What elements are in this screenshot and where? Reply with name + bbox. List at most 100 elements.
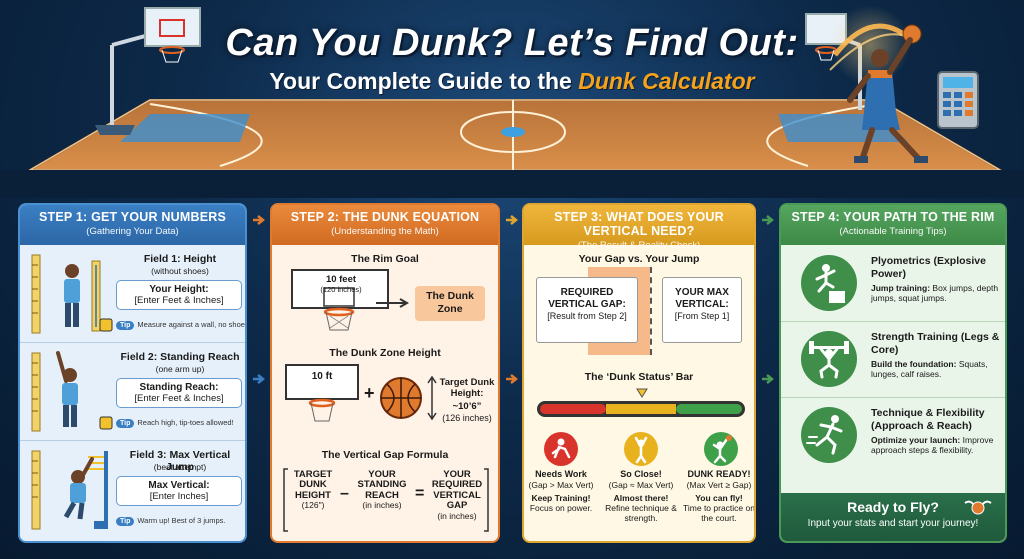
standing-reach-input-label: Standing Reach:: [139, 382, 219, 393]
field2-note: (one arm up): [155, 364, 205, 374]
zone-height-heading: The Dunk Zone Height: [329, 347, 441, 359]
tip-plyometrics-lead: Jump training:: [871, 283, 931, 293]
formula-reach: YOUR STANDING REACH (in inches): [352, 469, 412, 512]
target-label: Target Dunk Height:: [439, 377, 495, 399]
basketball-court-illustration: [0, 5, 1024, 198]
tip-badge: Tip: [116, 517, 135, 526]
field3-title: Field 3: Max Vertical Jump: [129, 449, 231, 473]
step1-subtitle: (Gathering Your Data): [86, 226, 179, 237]
status-so-close-line2: Refine technique & strength.: [605, 503, 677, 524]
height-input[interactable]: Your Height: [Enter Feet & Inches]: [116, 280, 242, 310]
rim-height: 10 feet: [325, 274, 357, 285]
formula-result-note: (in inches): [437, 510, 477, 521]
dunk-status-bar: [537, 401, 745, 417]
page-subtitle: Your Complete Guide to the Dunk Calculat…: [0, 68, 1024, 95]
status-needs-work-title: Needs Work: [535, 469, 587, 479]
tip-strength-lead: Build the foundation:: [871, 359, 957, 369]
status-pointer-icon: [636, 388, 648, 398]
box-jump-icon: [801, 255, 857, 311]
step3-header: STEP 3: WHAT DOES YOUR VERTICAL NEED? (T…: [524, 205, 754, 251]
status-dunk-ready-line2: Time to practice on the court.: [683, 503, 755, 524]
gap-divider: [650, 267, 652, 355]
tip-plyometrics-desc: Jump training: Box jumps, depth jumps, s…: [871, 283, 1003, 303]
backboard-icon: [291, 269, 389, 331]
subtitle-prefix: Your Complete Guide to the: [269, 68, 572, 94]
dunking-player-icon: [704, 432, 738, 466]
tip-badge: Tip: [116, 321, 135, 330]
winged-basketball-icon: [964, 500, 992, 515]
step3-panel: STEP 3: WHAT DOES YOUR VERTICAL NEED? (T…: [522, 203, 756, 543]
status-so-close: So Close! (Gap ≈ Max Vert) Almost there!…: [604, 469, 678, 524]
field2-tip-text: Reach high, tip-toes allowed!: [137, 418, 234, 427]
step2-panel: STEP 2: THE DUNK EQUATION (Understanding…: [270, 203, 500, 543]
formula-target-note: (126"): [301, 500, 325, 511]
rim-label: 10 ft: [311, 371, 333, 382]
status-so-close-line1: Almost there!: [613, 492, 669, 503]
arrow-right-icon: [762, 215, 775, 225]
step2-title: STEP 2: THE DUNK EQUATION: [290, 210, 480, 224]
person-standing-icon: [31, 254, 113, 334]
basketball-icon: [380, 377, 422, 419]
person-reaching-icon: [31, 351, 113, 432]
max-vertical-label: YOUR MAX VERTICAL:: [675, 287, 729, 310]
reaching-player-icon: [624, 432, 658, 466]
standing-reach-input-value: [Enter Feet & Inches]: [134, 393, 224, 404]
tip-plyometrics: Plyometrics (Explosive Power) Jump train…: [781, 247, 1005, 322]
status-so-close-cond: (Gap ≈ Max Vert): [608, 479, 674, 490]
status-needs-work-line1: Keep Training!: [531, 492, 591, 503]
formula-result: YOUR REQUIRED VERTICAL GAP (in inches): [428, 469, 486, 522]
tip-strength-desc: Build the foundation: Squats, lunges, ca…: [871, 359, 1003, 379]
tip-strength: Strength Training (Legs & Core) Build th…: [781, 323, 1005, 398]
vertical-gap-formula: TARGET DUNK HEIGHT (126") – YOUR STANDIN…: [282, 467, 490, 533]
max-vertical-value: [From Step 1]: [674, 311, 730, 321]
height-input-label: Your Height:: [149, 284, 209, 295]
cta-title: Ready to Fly?: [847, 499, 939, 515]
weightlifting-icon: [801, 331, 857, 387]
tip-plyometrics-title: Plyometrics (Explosive Power): [871, 255, 986, 280]
required-gap-value: [Result from Step 2]: [547, 311, 627, 321]
step4-title: STEP 4: YOUR PATH TO THE RIM: [791, 210, 995, 224]
field3-note: (best attempt): [153, 462, 207, 472]
tip-technique-lead: Optimize your launch:: [871, 435, 961, 445]
field-height: Field 1: Height (without shoes) Your Hei…: [20, 245, 245, 343]
arrow-right-icon: [762, 374, 775, 384]
formula-brackets: [283, 468, 489, 532]
status-so-close-title: So Close!: [620, 469, 662, 479]
step2-subtitle: (Understanding the Math): [331, 226, 439, 237]
step1-title: STEP 1: GET YOUR NUMBERS: [38, 210, 226, 224]
hero-banner: Can You Dunk? Let’s Find Out: Your Compl…: [0, 0, 1024, 198]
equals-sign: =: [415, 485, 425, 502]
field-max-vertical: Field 3: Max Vertical Jump (best attempt…: [20, 441, 245, 539]
tip-badge: Tip: [116, 419, 135, 428]
max-vertical-input[interactable]: Max Vertical: [Enter Inches]: [116, 476, 242, 506]
rim-goal-heading: The Rim Goal: [351, 253, 419, 265]
target-inches: (126 inches): [442, 413, 492, 423]
tip-strength-title: Strength Training (Legs & Core): [871, 331, 1000, 356]
dunk-zone-box: The Dunk Zone: [415, 286, 485, 321]
cta-text: Input your stats and start your journey!: [807, 518, 979, 529]
gap-vs-jump-heading: Your Gap vs. Your Jump: [578, 253, 700, 265]
max-vertical-box: YOUR MAX VERTICAL: [From Step 1]: [662, 277, 742, 343]
step4-subtitle: (Actionable Training Tips): [839, 226, 947, 237]
tip-plyometrics-text: Box jumps, depth jumps, squat jumps.: [871, 283, 999, 304]
calculator-icon: [937, 71, 979, 129]
step3-subtitle: (The Result & Reality Check): [577, 240, 701, 251]
field-standing-reach: Field 2: Standing Reach (one arm up) Sta…: [20, 343, 245, 441]
tip-strength-text: Squats, lunges, calf raises.: [871, 359, 988, 380]
arrow-right-icon: [376, 298, 410, 308]
target-value: ~10’6”: [452, 401, 482, 412]
formula-reach-label: YOUR STANDING REACH: [357, 469, 407, 501]
standing-reach-input[interactable]: Standing Reach: [Enter Feet & Inches]: [116, 378, 242, 408]
ready-to-fly-banner[interactable]: Ready to Fly? Input your stats and start…: [781, 493, 1005, 541]
step3-title: STEP 3: WHAT DOES YOUR VERTICAL NEED?: [554, 210, 724, 238]
status-needs-work-line2: Focus on power.: [529, 503, 593, 514]
step2-header: STEP 2: THE DUNK EQUATION (Understanding…: [272, 205, 498, 245]
height-input-value: [Enter Feet & Inches]: [134, 295, 224, 306]
field3-tip-text: Warm up! Best of 3 jumps.: [137, 516, 226, 525]
formula-target: TARGET DUNK HEIGHT (126"): [288, 469, 338, 512]
required-gap-label: REQUIRED VERTICAL GAP:: [548, 287, 626, 310]
formula-target-label: TARGET DUNK HEIGHT: [293, 469, 333, 501]
page-title: Can You Dunk? Let’s Find Out:: [225, 22, 799, 64]
